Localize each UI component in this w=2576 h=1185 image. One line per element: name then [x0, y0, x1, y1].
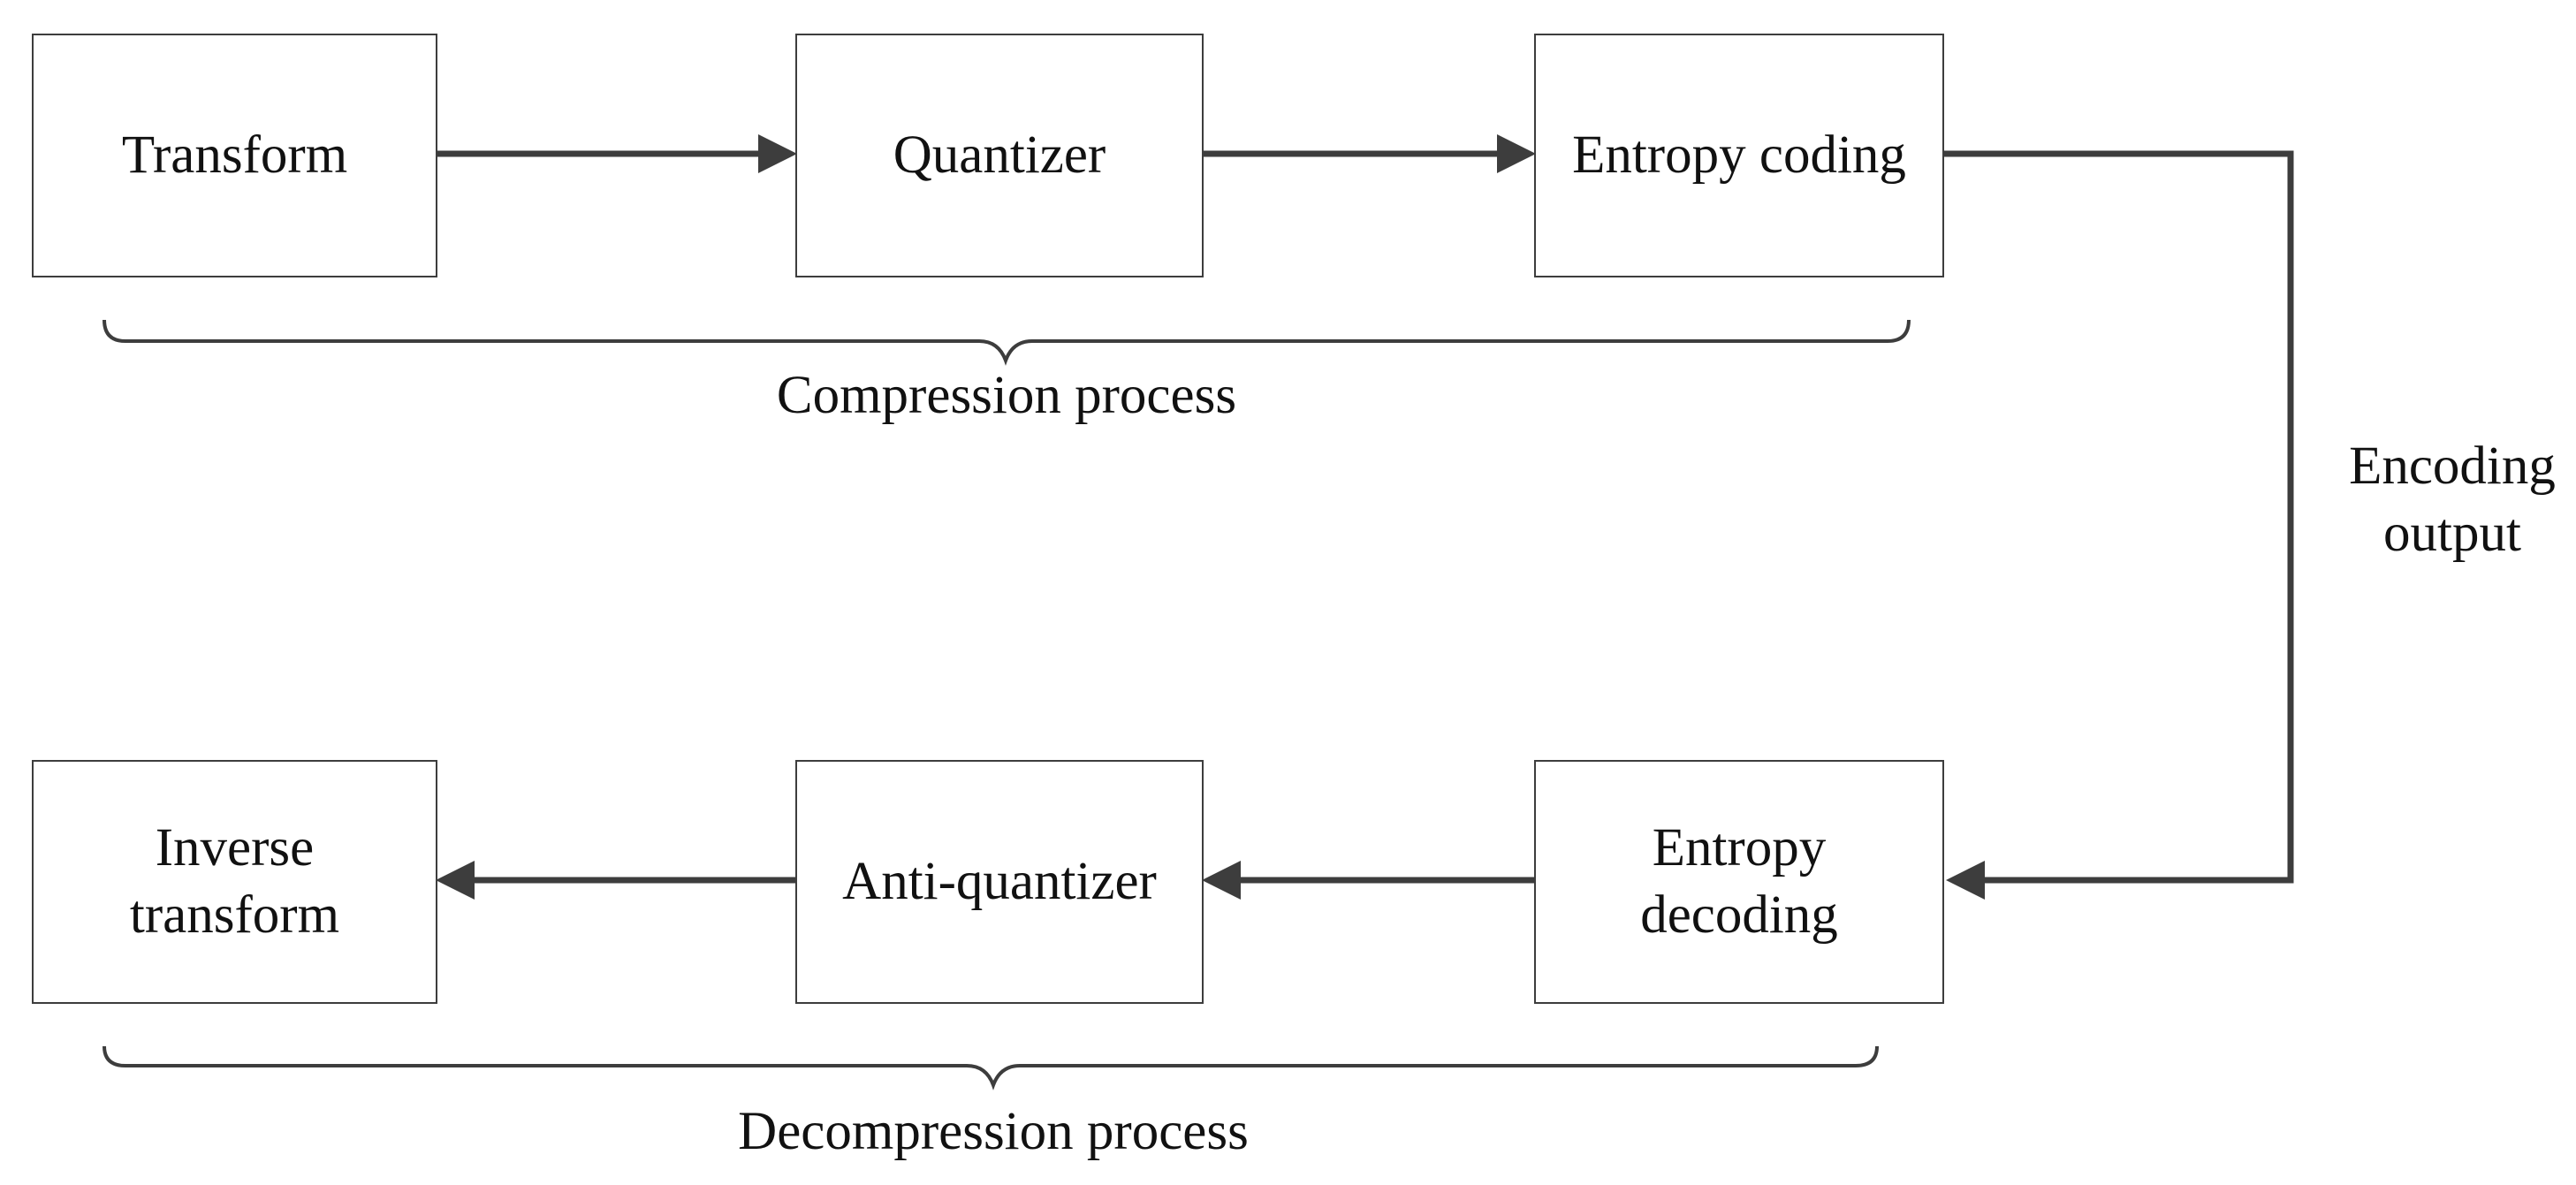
- arrowhead-anti-quantizer: [1202, 861, 1241, 900]
- arrowhead-inverse-transform: [436, 861, 475, 900]
- compression-brace: [103, 319, 1911, 366]
- transform-label: Transform: [121, 125, 348, 185]
- entropy-decoding-label: Entropy decoding: [1640, 818, 1838, 945]
- arrowhead-entropy-decoding: [1946, 861, 1985, 900]
- arrow-encoding-output: [1942, 150, 2294, 884]
- transform-box: Transform: [32, 34, 437, 277]
- entropy-decoding-box: Entropy decoding: [1534, 760, 1944, 1004]
- anti-quantizer-box: Anti-quantizer: [795, 760, 1204, 1004]
- quantizer-label: Quantizer: [893, 125, 1106, 185]
- inverse-transform-box: Inverse transform: [32, 760, 437, 1004]
- anti-quantizer-label: Anti-quantizer: [842, 852, 1157, 911]
- arrowhead-entropy-coding: [1497, 134, 1536, 173]
- entropy-coding-box: Entropy coding: [1534, 34, 1944, 277]
- quantizer-box: Quantizer: [795, 34, 1204, 277]
- entropy-coding-label: Entropy coding: [1572, 125, 1906, 185]
- inverse-transform-label: Inverse transform: [129, 818, 340, 945]
- arrowhead-quantizer: [758, 134, 797, 173]
- compression-process-label: Compression process: [776, 366, 1237, 425]
- decompression-brace: [103, 1045, 1879, 1090]
- decompression-process-label: Decompression process: [738, 1102, 1249, 1161]
- encoding-output-label: Encoding output: [2349, 437, 2556, 563]
